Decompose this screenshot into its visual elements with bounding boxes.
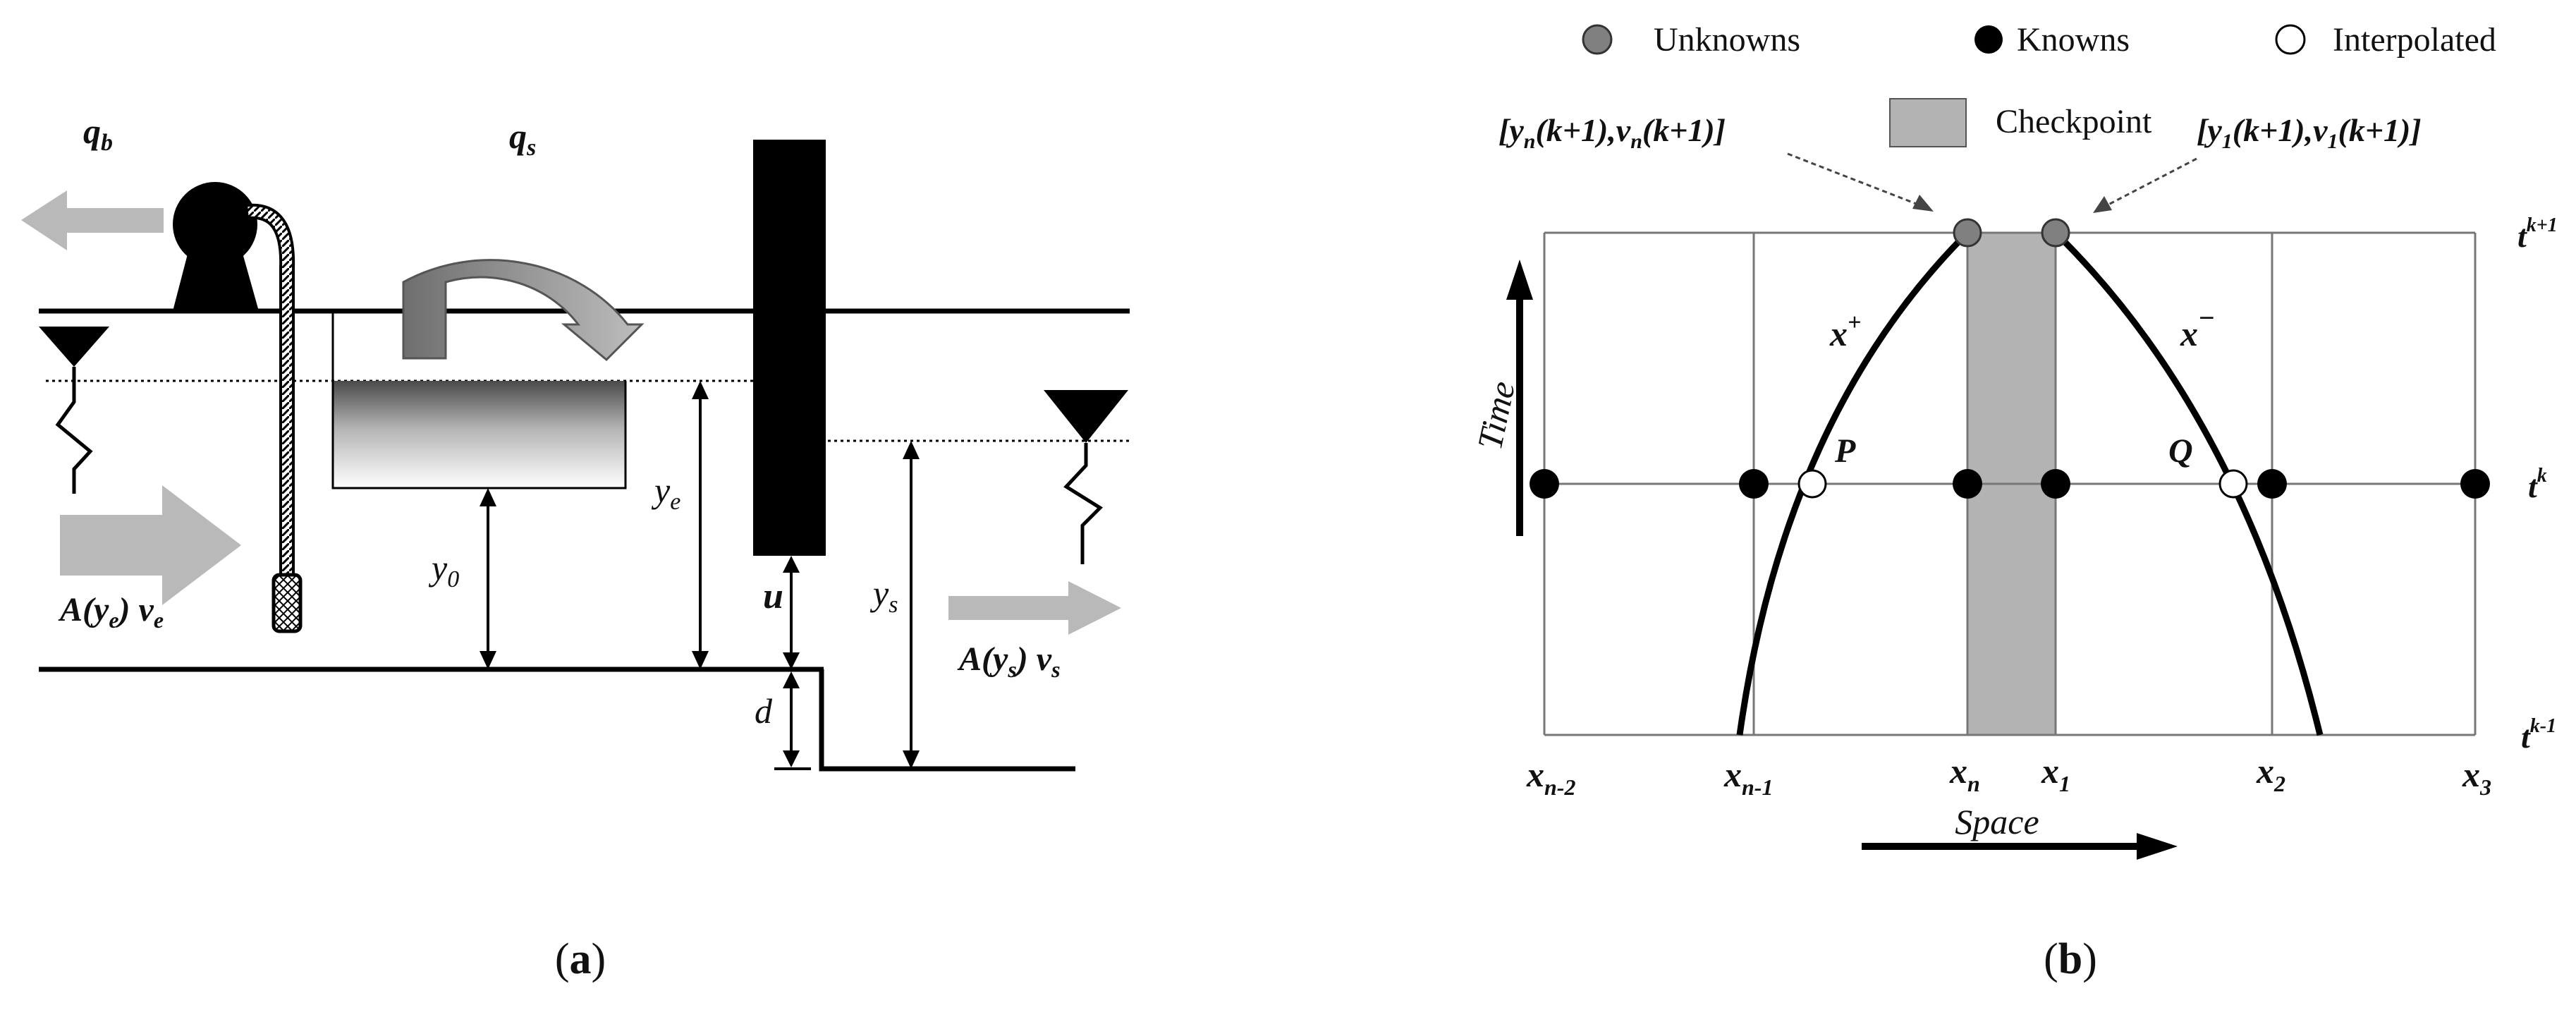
node-unknown <box>2041 218 2070 248</box>
water-level-symbol-upstream <box>39 327 109 494</box>
water-level-symbol-downstream <box>1044 390 1128 564</box>
node-interpolated-q <box>2218 469 2248 499</box>
pointer-arrows <box>1787 152 2197 213</box>
legend-checkpoint: Checkpoint <box>1996 103 2152 140</box>
label-t-bot: tk-1 <box>2521 715 2556 755</box>
pump-outflow-arrow <box>21 190 164 250</box>
node-known <box>2041 469 2070 499</box>
legend-unknown-marker <box>1582 24 1613 55</box>
label-x-minus: x− <box>2180 302 2215 353</box>
node-known <box>2257 469 2287 499</box>
grid-nodes <box>1530 218 2490 499</box>
x-axis-labels: xn-2 xn-1 xn x1 x2 x3 <box>1526 751 2491 800</box>
label-x-n-1: xn-1 <box>1723 755 1773 800</box>
label-t-top: tk+1 <box>2517 214 2558 254</box>
time-axis-arrow <box>1506 260 1533 536</box>
label-qb: qb <box>83 111 113 156</box>
legend-unknowns: Unknowns <box>1654 21 1800 59</box>
label-x-n-2: xn-2 <box>1526 755 1575 800</box>
legend-interpolated-marker <box>2275 24 2306 55</box>
legend-checkpoint-marker <box>1889 98 1967 147</box>
gate <box>753 140 826 556</box>
characteristic-x-plus <box>1736 230 1970 736</box>
label-time: Time <box>1470 378 1522 454</box>
caption-a: (a) <box>555 935 606 983</box>
label-x-2: x2 <box>2256 751 2285 796</box>
pump-icon <box>173 182 303 633</box>
label-inflow: A(ye) ve <box>58 591 164 633</box>
label-x-3: x3 <box>2462 755 2491 800</box>
label-unknown-x1: [y1(k+1),v1(k+1)] <box>2197 112 2422 153</box>
label-d: d <box>755 691 773 731</box>
storage-tank <box>333 381 625 488</box>
dimension-arrows <box>480 381 920 770</box>
canal-bed-step <box>819 669 1075 772</box>
tank-outline <box>331 311 627 489</box>
label-x-1: x1 <box>2041 751 2070 796</box>
label-u: u <box>763 576 783 616</box>
panel-b: Unknowns Knowns Interpolated Checkpoint … <box>1470 21 2558 983</box>
panel-a: qb qs y0 ye u d ys A(ye) ve A(ys) vs (a) <box>21 111 1130 983</box>
node-interpolated-p <box>1797 469 1827 499</box>
space-axis-arrow <box>1862 833 2178 860</box>
label-x-plus: x+ <box>1829 310 1861 353</box>
legend-interpolated: Interpolated <box>2333 21 2496 59</box>
node-known <box>1739 469 1769 499</box>
legend-known-marker <box>1974 25 2003 54</box>
label-space: Space <box>1955 802 2039 841</box>
node-unknown <box>1953 218 1982 248</box>
node-known <box>1953 469 1982 499</box>
label-unknown-xn: [yn(k+1),vn(k+1)] <box>1498 112 1726 153</box>
label-qs: qs <box>509 116 536 161</box>
caption-b: (b) <box>2044 935 2097 983</box>
legend-knowns: Knowns <box>2017 21 2130 59</box>
label-ys: ys <box>869 573 898 618</box>
outflow-arrow <box>948 581 1121 635</box>
characteristic-x-minus <box>2053 230 2324 736</box>
label-outflow: A(ys) vs <box>957 640 1061 682</box>
label-q: Q <box>2168 432 2193 470</box>
label-p: P <box>1834 432 1856 470</box>
label-x-n: xn <box>1949 751 1980 796</box>
label-y0: y0 <box>428 548 459 592</box>
node-known <box>1530 469 1559 499</box>
label-t-mid: tk <box>2528 465 2547 504</box>
inflow-arrow <box>60 485 241 605</box>
node-known <box>2460 469 2490 499</box>
label-ye: ye <box>651 470 680 515</box>
spill-curved-arrow <box>402 259 645 362</box>
